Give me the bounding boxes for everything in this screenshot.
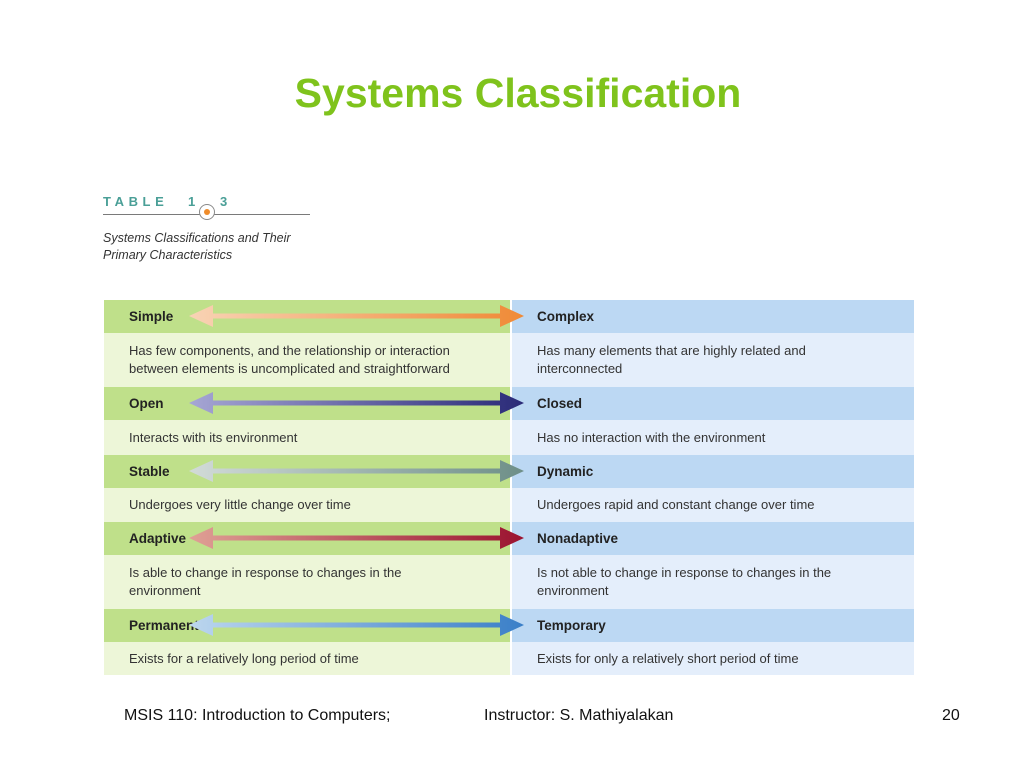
- double-arrow-icon: [189, 392, 524, 414]
- right-heading-cell: Closed: [510, 387, 914, 420]
- table-number-left: 1: [188, 194, 196, 209]
- right-heading-cell: Dynamic: [510, 455, 914, 488]
- right-description-cell: Exists for only a relatively short perio…: [510, 642, 914, 675]
- caption-line: Primary Characteristics: [103, 248, 233, 262]
- right-description: Undergoes rapid and constant change over…: [537, 497, 815, 512]
- left-heading: Permanent: [129, 618, 199, 633]
- double-arrow-icon: [189, 460, 524, 482]
- table-number-right: 3: [220, 194, 228, 209]
- table-bullet-icon: [199, 204, 215, 220]
- right-heading: Temporary: [537, 618, 606, 633]
- left-heading: Simple: [129, 309, 174, 324]
- right-heading: Closed: [537, 396, 583, 411]
- double-arrow-icon: [189, 527, 524, 549]
- caption-line: Systems Classifications and Their: [103, 231, 291, 245]
- classification-table: Simple Complex Has few components, and t…: [104, 300, 914, 675]
- right-description-cell: Has many elements that are highly relate…: [510, 333, 914, 387]
- left-description-cell: Has few components, and the relationship…: [104, 333, 510, 387]
- left-description-cell: Undergoes very little change over time: [104, 488, 510, 522]
- right-heading: Dynamic: [537, 464, 594, 479]
- right-heading: Nonadaptive: [537, 531, 619, 546]
- table-label-word: TABLE: [103, 194, 169, 209]
- right-heading-cell: Temporary: [510, 609, 914, 642]
- footer-course: MSIS 110: Introduction to Computers;: [124, 707, 391, 724]
- left-description: Interacts with its environment: [129, 429, 298, 445]
- double-arrow-icon: [189, 614, 524, 636]
- left-heading: Open: [129, 396, 164, 411]
- table-row: Interacts with its environment Has no in…: [104, 420, 914, 455]
- table-header-row: Stable Dynamic: [104, 455, 914, 488]
- right-description: Is not able to change in response to cha…: [537, 565, 832, 598]
- double-arrow-icon: [189, 305, 524, 327]
- left-heading: Stable: [129, 464, 170, 479]
- left-description-cell: Is able to change in response to changes…: [104, 555, 510, 609]
- right-description-cell: Is not able to change in response to cha…: [510, 555, 914, 609]
- left-description: Undergoes very little change over time: [129, 497, 351, 512]
- arrow-layer: [189, 305, 524, 636]
- table-row: Undergoes very little change over time U…: [104, 488, 914, 522]
- table-row: Is able to change in response to changes…: [104, 555, 914, 609]
- left-description: Has few components, and the relationship…: [129, 343, 450, 376]
- right-description: Exists for only a relatively short perio…: [537, 650, 799, 666]
- slide-title: Systems Classification: [294, 70, 742, 116]
- right-heading-cell: Nonadaptive: [510, 522, 914, 555]
- right-description-cell: Has no interaction with the environment: [510, 420, 914, 455]
- table-caption: Systems Classifications and Their Primar…: [103, 230, 343, 264]
- right-heading-cell: Complex: [510, 300, 914, 333]
- left-heading: Adaptive: [129, 531, 187, 546]
- left-description: Is able to change in response to changes…: [129, 565, 402, 598]
- right-description: Has no interaction with the environment: [537, 429, 766, 445]
- right-description: Has many elements that are highly relate…: [537, 343, 806, 376]
- left-description: Exists for a relatively long period of t…: [129, 650, 359, 666]
- right-heading: Complex: [537, 309, 595, 324]
- left-description-cell: Interacts with its environment: [104, 420, 510, 455]
- table-row: Has few components, and the relationship…: [104, 333, 914, 387]
- footer-instructor: Instructor: S. Mathiyalakan: [484, 707, 674, 724]
- right-description-cell: Undergoes rapid and constant change over…: [510, 488, 914, 522]
- page-number: 20: [942, 707, 960, 724]
- table-row: Exists for a relatively long period of t…: [104, 642, 914, 675]
- left-description-cell: Exists for a relatively long period of t…: [104, 642, 510, 675]
